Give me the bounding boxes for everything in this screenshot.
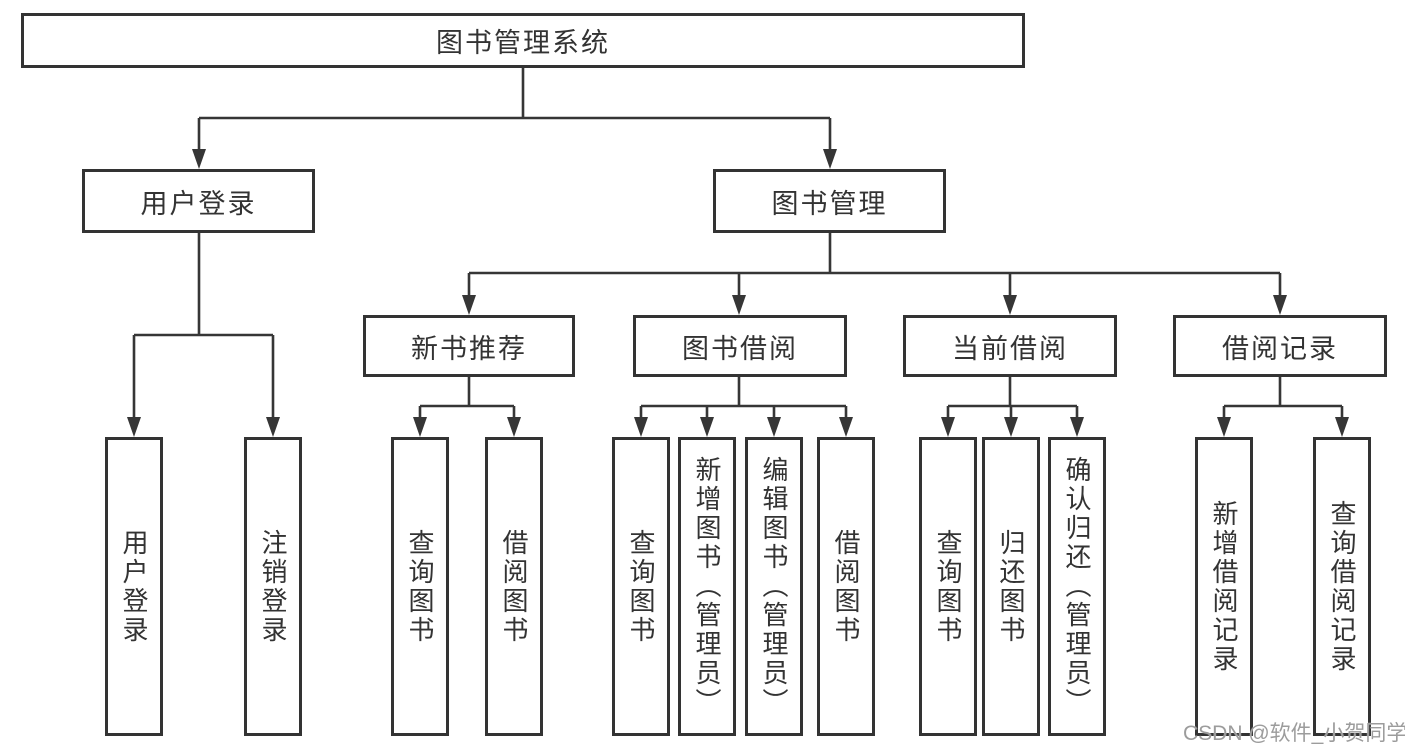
leaf-current-confirm-return-admin: 确认归还（管理员） xyxy=(1048,437,1106,736)
node-library-management-system: 图书管理系统 xyxy=(21,13,1025,68)
leaf-borrow-query-books: 查询图书 xyxy=(612,437,670,736)
node-book-borrowing: 图书借阅 xyxy=(633,315,847,377)
leaf-label: 查询图书 xyxy=(405,528,435,645)
leaf-current-query-books: 查询图书 xyxy=(919,437,977,736)
leaf-label: 确认归还（管理员） xyxy=(1062,456,1092,717)
arrow-down-icon xyxy=(1273,295,1287,315)
connector-bookmgmt-to-level2 xyxy=(467,233,1282,298)
leaf-label: 借阅图书 xyxy=(499,528,529,645)
arrow-down-icon xyxy=(767,417,781,437)
arrow-down-icon xyxy=(634,417,648,437)
leaf-label: 查询图书 xyxy=(626,528,656,645)
arrow-down-icon xyxy=(941,417,955,437)
node-new-book-recommendation: 新书推荐 xyxy=(363,315,575,377)
node-label: 当前借阅 xyxy=(952,333,1068,364)
leaf-label: 新增图书（管理员） xyxy=(692,456,722,717)
leaf-newbook-query-books: 查询图书 xyxy=(391,437,449,736)
leaf-borrow-borrow-books: 借阅图书 xyxy=(817,437,875,736)
connector-userlogin-to-leaves xyxy=(132,233,275,420)
node-label: 图书管理系统 xyxy=(436,28,610,58)
node-label: 借阅记录 xyxy=(1222,333,1338,364)
arrow-down-icon xyxy=(732,295,746,315)
node-user-login: 用户登录 xyxy=(82,169,315,233)
connector-borrow-to-leaves xyxy=(639,377,848,420)
leaf-borrow-edit-books-admin: 编辑图书（管理员） xyxy=(745,437,803,736)
arrow-down-icon xyxy=(127,417,141,437)
leaf-label: 查询图书 xyxy=(933,528,963,645)
node-current-borrowing: 当前借阅 xyxy=(903,315,1117,377)
arrow-down-icon xyxy=(1070,417,1084,437)
leaf-logout: 注销登录 xyxy=(244,437,302,736)
node-label: 用户登录 xyxy=(140,188,257,219)
leaf-label: 归还图书 xyxy=(996,528,1026,645)
arrow-down-icon xyxy=(192,149,206,169)
arrow-down-icon xyxy=(700,417,714,437)
node-label: 图书借阅 xyxy=(682,333,798,364)
leaf-label: 新增借阅记录 xyxy=(1209,499,1239,674)
node-label: 图书管理 xyxy=(771,188,888,219)
leaf-records-add-borrow-record: 新增借阅记录 xyxy=(1195,437,1253,736)
leaf-borrow-add-books-admin: 新增图书（管理员） xyxy=(678,437,736,736)
arrow-down-icon xyxy=(1004,417,1018,437)
leaf-records-query-borrow-record: 查询借阅记录 xyxy=(1313,437,1371,736)
leaf-newbook-borrow-books: 借阅图书 xyxy=(485,437,543,736)
arrow-down-icon xyxy=(839,417,853,437)
connector-records-to-leaves xyxy=(1222,377,1344,420)
leaf-label: 注销登录 xyxy=(258,528,288,645)
arrow-down-icon xyxy=(507,417,521,437)
connector-current-to-leaves xyxy=(946,377,1079,420)
leaf-label: 借阅图书 xyxy=(831,528,861,645)
node-borrowing-records: 借阅记录 xyxy=(1173,315,1387,377)
arrow-down-icon xyxy=(462,295,476,315)
leaf-user-login: 用户登录 xyxy=(105,437,163,736)
arrow-down-icon xyxy=(823,149,837,169)
arrow-down-icon xyxy=(1003,295,1017,315)
leaf-current-return-books: 归还图书 xyxy=(982,437,1040,736)
leaf-label: 用户登录 xyxy=(119,528,149,645)
connector-newbook-to-leaves xyxy=(418,377,516,420)
arrow-down-icon xyxy=(1217,417,1231,437)
csdn-watermark: CSDN @软件_小贺同学 xyxy=(1183,722,1405,745)
connector-root-to-level1 xyxy=(197,68,832,152)
arrow-down-icon xyxy=(266,417,280,437)
arrow-down-icon xyxy=(1335,417,1349,437)
node-book-management: 图书管理 xyxy=(713,169,946,233)
node-label: 新书推荐 xyxy=(411,333,527,364)
leaf-label: 查询借阅记录 xyxy=(1327,499,1357,674)
arrow-down-icon xyxy=(413,417,427,437)
leaf-label: 编辑图书（管理员） xyxy=(759,456,789,717)
